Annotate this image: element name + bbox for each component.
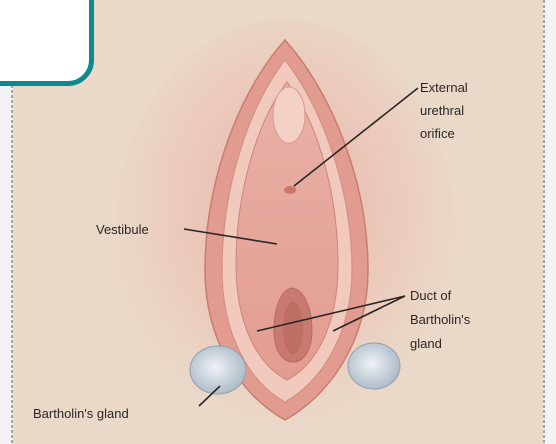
label-external-line-2: urethral xyxy=(420,101,468,120)
urethral-orifice-mark xyxy=(284,186,296,194)
bartholins-gland-right xyxy=(348,343,400,389)
label-duct-line-1: Duct of xyxy=(410,286,470,305)
vaginal-opening-shade xyxy=(283,302,303,354)
label-external-line-1: External xyxy=(420,78,468,97)
corner-tab xyxy=(0,0,94,86)
label-duct-line-2: Bartholin's xyxy=(410,310,470,329)
label-vestibule: Vestibule xyxy=(96,220,149,239)
label-external-line-3: orifice xyxy=(420,124,468,143)
right-margin-strip xyxy=(544,0,556,444)
label-duct-of-bartholins-gland: Duct of Bartholin's gland xyxy=(410,286,470,353)
label-external-urethral-orifice: External urethral orifice xyxy=(420,78,468,143)
bartholins-gland-left xyxy=(190,346,246,394)
label-bartholins-gland: Bartholin's gland xyxy=(33,404,129,423)
label-duct-line-3: gland xyxy=(410,334,470,353)
clitoral-hood xyxy=(273,87,305,143)
